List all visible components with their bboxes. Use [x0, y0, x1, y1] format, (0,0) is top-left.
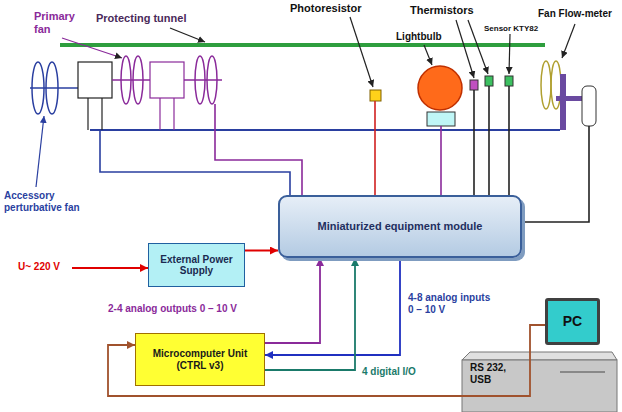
voltage-label: U~ 220 V: [18, 261, 60, 273]
signal-connector: [265, 258, 400, 355]
base-front: [462, 360, 617, 412]
drive-slot: [560, 371, 605, 373]
wire: [508, 86, 510, 195]
leader-lines: [36, 17, 575, 187]
pc-monitor: PC: [545, 298, 600, 345]
leader-line: [62, 38, 122, 58]
housing-body: [78, 62, 112, 98]
leader-line: [36, 116, 44, 187]
fan-blade: [551, 61, 561, 109]
signal-label: 4-8 analog inputs 0 – 10 V: [408, 292, 498, 315]
part-label: Fan Flow-meter: [538, 8, 612, 20]
pc-base: [462, 352, 617, 412]
primary-fan: [112, 56, 150, 104]
fan-shaft: [112, 79, 150, 81]
signal-connector: [245, 249, 278, 251]
signal-label: 4 digital I/O: [362, 366, 416, 378]
bulb-socket: [427, 112, 455, 126]
housing-leg: [101, 98, 102, 130]
mains-line: [72, 267, 148, 269]
wire: [374, 101, 376, 195]
leader-line: [350, 17, 373, 87]
box-text: PC: [563, 313, 582, 329]
part-label: Accessory perturbative fan: [4, 190, 84, 213]
wire: [215, 104, 302, 195]
meter-body: [582, 86, 596, 126]
fan-housing: [150, 62, 184, 130]
leader-line: [562, 24, 575, 58]
protecting-tunnel: [60, 43, 545, 47]
signal-label: 2-4 analog outputs 0 – 10 V: [108, 303, 237, 315]
fan-flow-meter: [541, 61, 596, 130]
fan-shaft: [30, 87, 78, 89]
kty82-sensor: [505, 76, 513, 86]
box-text: External Power Supply: [154, 254, 239, 277]
part-label: Thermistors: [410, 4, 474, 17]
housing-leg: [87, 98, 88, 130]
thermistor: [470, 80, 478, 90]
fan-housing: [78, 62, 112, 130]
wire: [473, 90, 475, 195]
part-label: Sensor KTY82: [484, 24, 538, 33]
power-supply-box: External Power Supply: [148, 243, 245, 287]
part-label: Primary fan: [34, 10, 82, 35]
photoresistor: [370, 90, 381, 101]
equipment-module: Miniaturized equipment module: [278, 195, 522, 258]
housing-leg: [159, 98, 160, 130]
leader-line: [170, 28, 205, 42]
wire: [488, 86, 490, 195]
housing-body: [150, 62, 184, 98]
lightbulb: [418, 66, 462, 110]
housing-leg: [173, 98, 174, 130]
microcomputer-box: Microcomputer Unit (CTRL v3): [135, 333, 265, 386]
part-label: Lightbulb: [396, 31, 442, 43]
signal-connector: [265, 258, 355, 370]
part-label: Protecting tunnel: [96, 12, 186, 25]
signal-label: RS 232, USB: [470, 362, 524, 385]
wire: [100, 130, 290, 195]
accessory-fan: [30, 62, 78, 114]
leader-line: [424, 45, 432, 65]
box-text: Microcomputer Unit (CTRL v3): [153, 348, 248, 371]
wire: [522, 126, 589, 222]
box-text: Miniaturized equipment module: [317, 220, 482, 233]
wire: [440, 126, 442, 195]
signal-connector: [108, 325, 545, 396]
signal-connector: [265, 258, 320, 343]
meter-stand: [560, 74, 566, 130]
tunnel-fan: [184, 56, 222, 104]
fan-shaft: [184, 79, 222, 81]
part-label: Photoresistor: [290, 2, 362, 15]
thermistor: [485, 76, 493, 86]
base-top: [462, 352, 617, 360]
fan-blade: [541, 61, 551, 109]
leader-line: [509, 34, 510, 74]
